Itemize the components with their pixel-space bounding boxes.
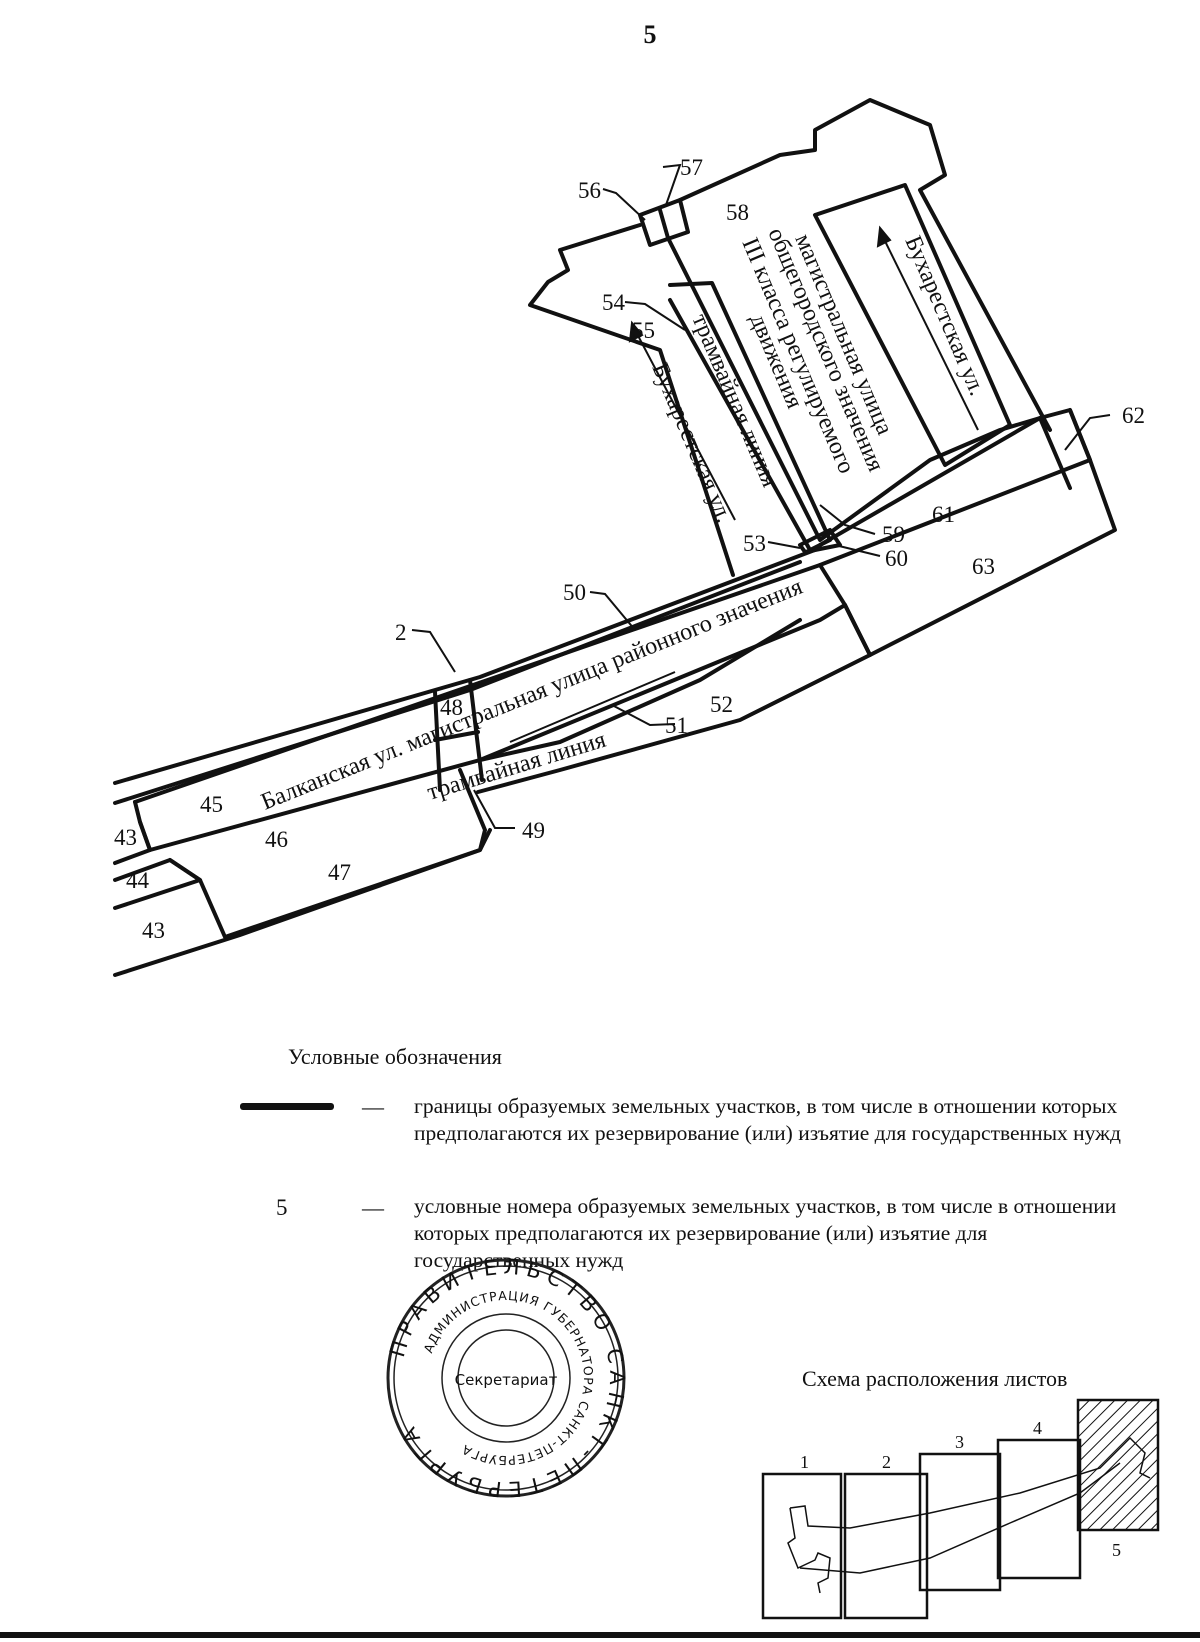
street-label-bukharestskaya-right: Бухарестская ул. [899, 232, 990, 399]
parcel-label-2: 2 [395, 620, 407, 645]
road-line-upper [113, 546, 822, 785]
parcel-label-59: 59 [882, 522, 905, 547]
road-line-lower [113, 828, 492, 977]
arrowhead-bukh-left [628, 320, 644, 343]
parcel-boundary-57 [658, 208, 670, 240]
page-number: 5 [643, 20, 657, 49]
parcel-boundary-58 [666, 98, 1052, 542]
arrow-bukh-left [634, 329, 736, 521]
sheet-rect-1 [761, 1472, 843, 1620]
parcel-label-48: 48 [440, 695, 463, 720]
parcel-boundary-bukh-right [813, 183, 1012, 467]
legend-number-symbol: 5 [276, 1195, 288, 1220]
official-stamp: ПРАВИТЕЛЬСТВО САНКТ-ПЕТЕРБУРГА АДМИНИСТР… [386, 1258, 626, 1498]
parcel-label-45: 45 [200, 792, 223, 817]
sheet-rect-3 [918, 1452, 1002, 1592]
arrow-bukh-right [881, 234, 979, 431]
parcel-boundary-47 [168, 768, 487, 939]
arrowhead-bukh-right [876, 225, 892, 248]
parcel-label-56: 56 [578, 178, 601, 203]
legend-item-1-text: границы образуемых земельных участков, в… [414, 1094, 1121, 1145]
parcel-boundary-48 [433, 678, 484, 792]
parcel-label-55: 55 [632, 318, 655, 343]
bottom-edge-rule [0, 1632, 1200, 1638]
sheet-label-1: 1 [800, 1452, 809, 1472]
parcel-label-58: 58 [726, 200, 749, 225]
parcel-label-47: 47 [328, 860, 351, 885]
arrow-balkan [509, 671, 676, 743]
sheet-label-5: 5 [1112, 1540, 1121, 1560]
legend-dash-2: — [362, 1195, 384, 1220]
parcel-label-50: 50 [563, 580, 586, 605]
legend-title: Условные обозначения [288, 1044, 502, 1069]
legend-boundary-line-symbol [240, 1103, 334, 1110]
parcel-boundary-55 [528, 223, 735, 577]
parcel-label-62: 62 [1122, 403, 1145, 428]
parcel-label-46: 46 [265, 827, 288, 852]
sheet-scheme-title: Схема расположения листов [802, 1366, 1068, 1391]
sheet-label-3: 3 [955, 1432, 964, 1452]
legend-dash-1: — [362, 1094, 384, 1119]
stamp-center-text: Секретариат [455, 1371, 558, 1389]
parcel-label-51: 51 [665, 713, 688, 738]
parcel-boundary-63 [843, 458, 1117, 657]
sheet-scheme: 1 2 3 4 5 [761, 1398, 1160, 1620]
parcel-boundary-62 [1038, 408, 1092, 490]
parcel-label-63: 63 [972, 554, 995, 579]
parcel-boundary-54 [668, 281, 832, 552]
parcel-boundary-43a [113, 800, 152, 865]
sheet-label-2: 2 [882, 1452, 891, 1472]
parcel-label-44: 44 [126, 868, 150, 893]
parcel-label-52: 52 [710, 692, 733, 717]
sheet-rect-2 [843, 1472, 929, 1620]
parcel-boundary-51 [478, 618, 802, 762]
parcel-label-57: 57 [680, 155, 703, 180]
parcel-label-60: 60 [885, 546, 908, 571]
parcel-label-61: 61 [932, 502, 955, 527]
parcel-label-43a: 43 [114, 825, 137, 850]
parcel-boundary-53 [798, 528, 842, 554]
parcel-label-49: 49 [522, 818, 545, 843]
sheet-label-4: 4 [1033, 1418, 1042, 1438]
parcel-map: 2 43 44 43 45 46 47 48 49 50 51 52 53 54… [113, 98, 1145, 977]
sheet-rect-4 [996, 1438, 1082, 1580]
parcel-label-54: 54 [602, 290, 626, 315]
parcel-label-43b: 43 [142, 918, 165, 943]
parcel-label-53: 53 [743, 531, 766, 556]
